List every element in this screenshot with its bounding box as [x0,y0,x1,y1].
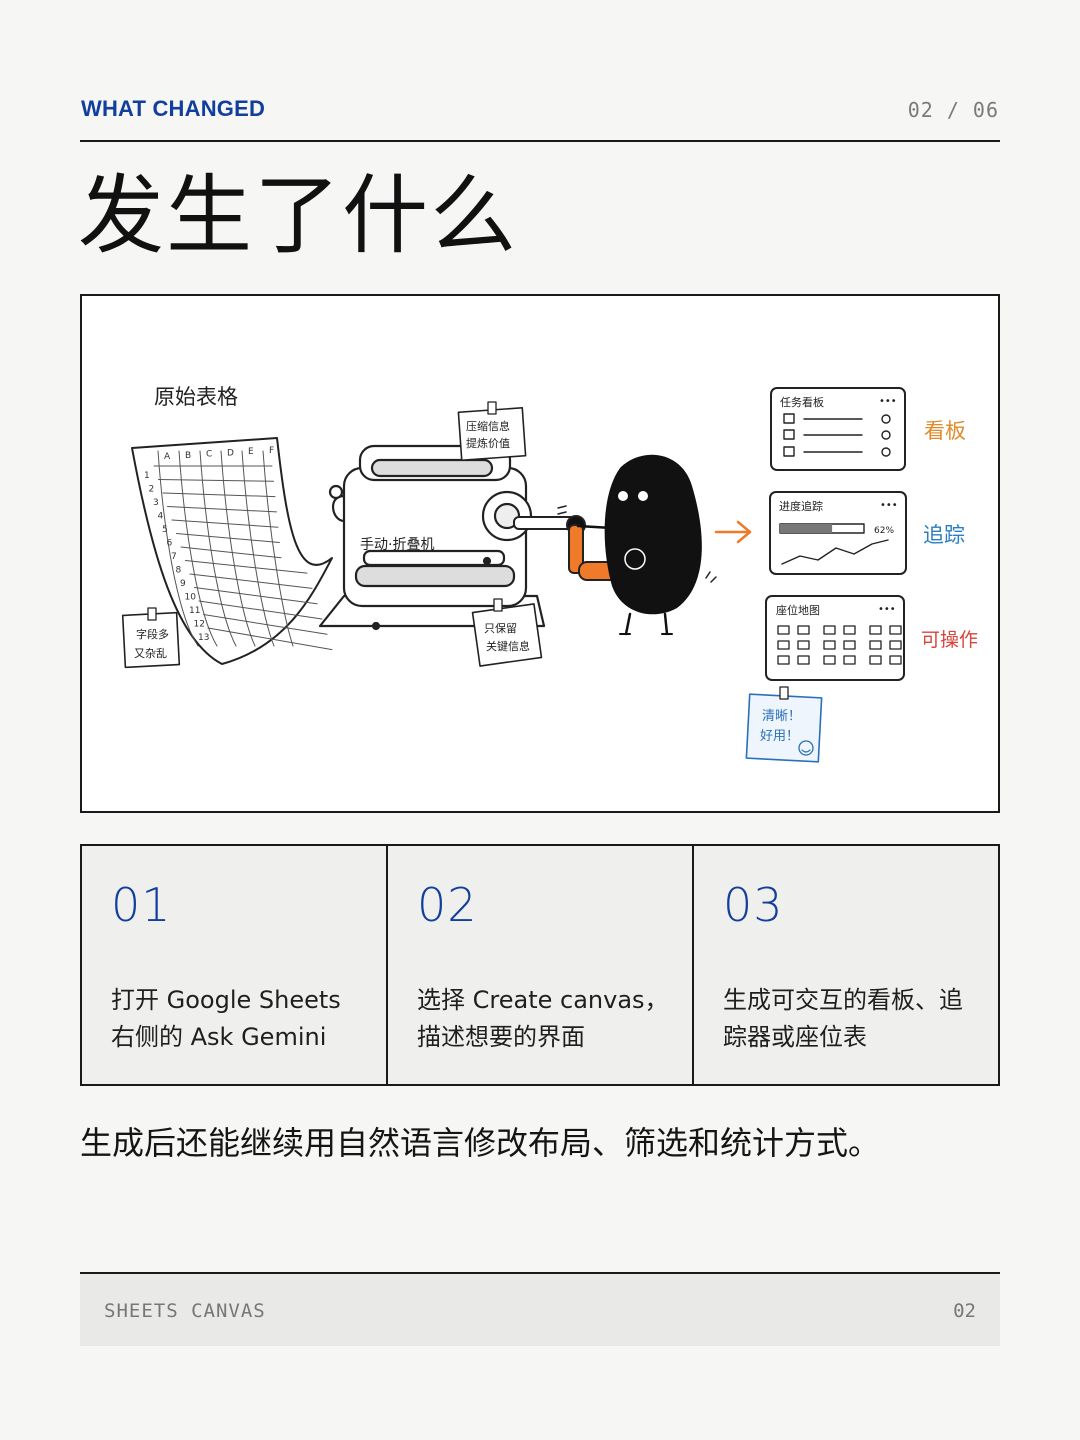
sheet-row-header: 4 [158,512,164,522]
note-compress-line2: 提炼价值 [466,436,510,450]
card-seat-map: 座位地图 ••• [765,595,905,681]
step-card-3: 03 生成可交互的看板、追踪器或座位表 [694,846,998,1084]
card-progress-title: 进度追踪 [779,499,823,513]
note-keep-line1: 只保留 [484,621,517,635]
section-kicker: WHAT CHANGED [81,96,266,121]
sheet-row-header: 12 [194,620,205,630]
card-seat-title: 座位地图 [776,603,820,617]
sheet-row-header: 8 [176,566,182,576]
note-messy-line1: 字段多 [136,627,169,641]
sheet-column-header: F [269,446,274,456]
footer-page-number: 02 [953,1300,976,1322]
sheet-column-header: C [206,450,212,460]
page-counter: 02 / 06 [907,98,999,122]
summary-text: 生成后还能继续用自然语言修改布局、筛选和统计方式。 [80,1124,881,1162]
seat-grid [777,625,902,665]
progress-sparkline [781,539,889,565]
sheet-column-header: E [248,447,254,457]
sheet-row-header: 1 [144,471,150,481]
sheet-row-header: 7 [171,552,177,562]
note-messy-fields: 字段多 又杂乱 [121,607,181,669]
card-seat-menu: ••• [878,604,896,615]
card-task-board: 任务看板 ••• [770,387,906,471]
step-number: 02 [417,878,478,932]
sheet-row-header: 3 [153,498,159,508]
note-clear-line1: 清晰！ [762,709,801,724]
card-progress-value: 62% [874,526,894,536]
page-title: 发生了什么 [78,166,518,266]
arrow-right-icon [714,520,752,544]
sheet-column-header: A [164,452,171,462]
card-board-menu: ••• [879,396,897,407]
note-compress-line1: 压缩信息 [466,419,510,433]
crank-arm [568,524,584,574]
sheet-row-header: 13 [198,633,209,643]
sheet-row-header: 10 [185,593,197,603]
step-card-1: 01 打开 Google Sheets 右侧的 Ask Gemini [82,846,388,1084]
source-table-label: 原始表格 [154,385,238,409]
blob-character [557,454,717,636]
step-text: 选择 Create canvas，描述想要的界面 [417,986,669,1051]
card-progress-menu: ••• [880,500,898,511]
step-text: 打开 Google Sheets 右侧的 Ask Gemini [111,986,341,1051]
note-clear: 清晰！ 好用！ [745,686,823,763]
machine-label: 手动·折叠机 [360,537,434,553]
note-clear-line2: 好用！ [760,729,799,744]
sheet-column-header: B [185,451,191,461]
footer-series-label: SHEETS CANVAS [104,1300,266,1322]
sheet-row-header: 9 [180,579,186,589]
step-card-2: 02 选择 Create canvas，描述想要的界面 [388,846,694,1084]
note-messy-line2: 又杂乱 [134,647,167,660]
card-progress: 进度追踪 ••• 62% [769,491,907,575]
card-board-title: 任务看板 [780,395,824,409]
label-operate: 可操作 [921,629,978,651]
footer-bar: SHEETS CANVAS 02 [80,1272,1000,1346]
card-board-rows [783,413,891,457]
sheet-row-header: 5 [162,525,168,535]
progress-fill [780,524,833,533]
sheet-row-header: 6 [167,539,173,549]
step-number: 01 [111,878,172,932]
smiley-icon [798,740,814,756]
sheet-row-header: 2 [149,485,155,495]
label-board: 看板 [924,419,966,443]
note-compress: 压缩信息 提炼价值 [457,401,527,461]
steps-row: 01 打开 Google Sheets 右侧的 Ask Gemini 02 选择… [80,844,1000,1086]
sheet-column-header: D [227,448,234,458]
label-track: 追踪 [923,523,965,547]
step-number: 03 [723,878,784,932]
header-divider [80,140,1000,142]
note-keep-line2: 关键信息 [486,639,530,653]
spreadsheet-grid [153,450,333,651]
sheet-row-header: 11 [189,606,200,616]
note-keep: 只保留 关键信息 [471,598,543,667]
step-text: 生成可交互的看板、追踪器或座位表 [723,986,963,1051]
